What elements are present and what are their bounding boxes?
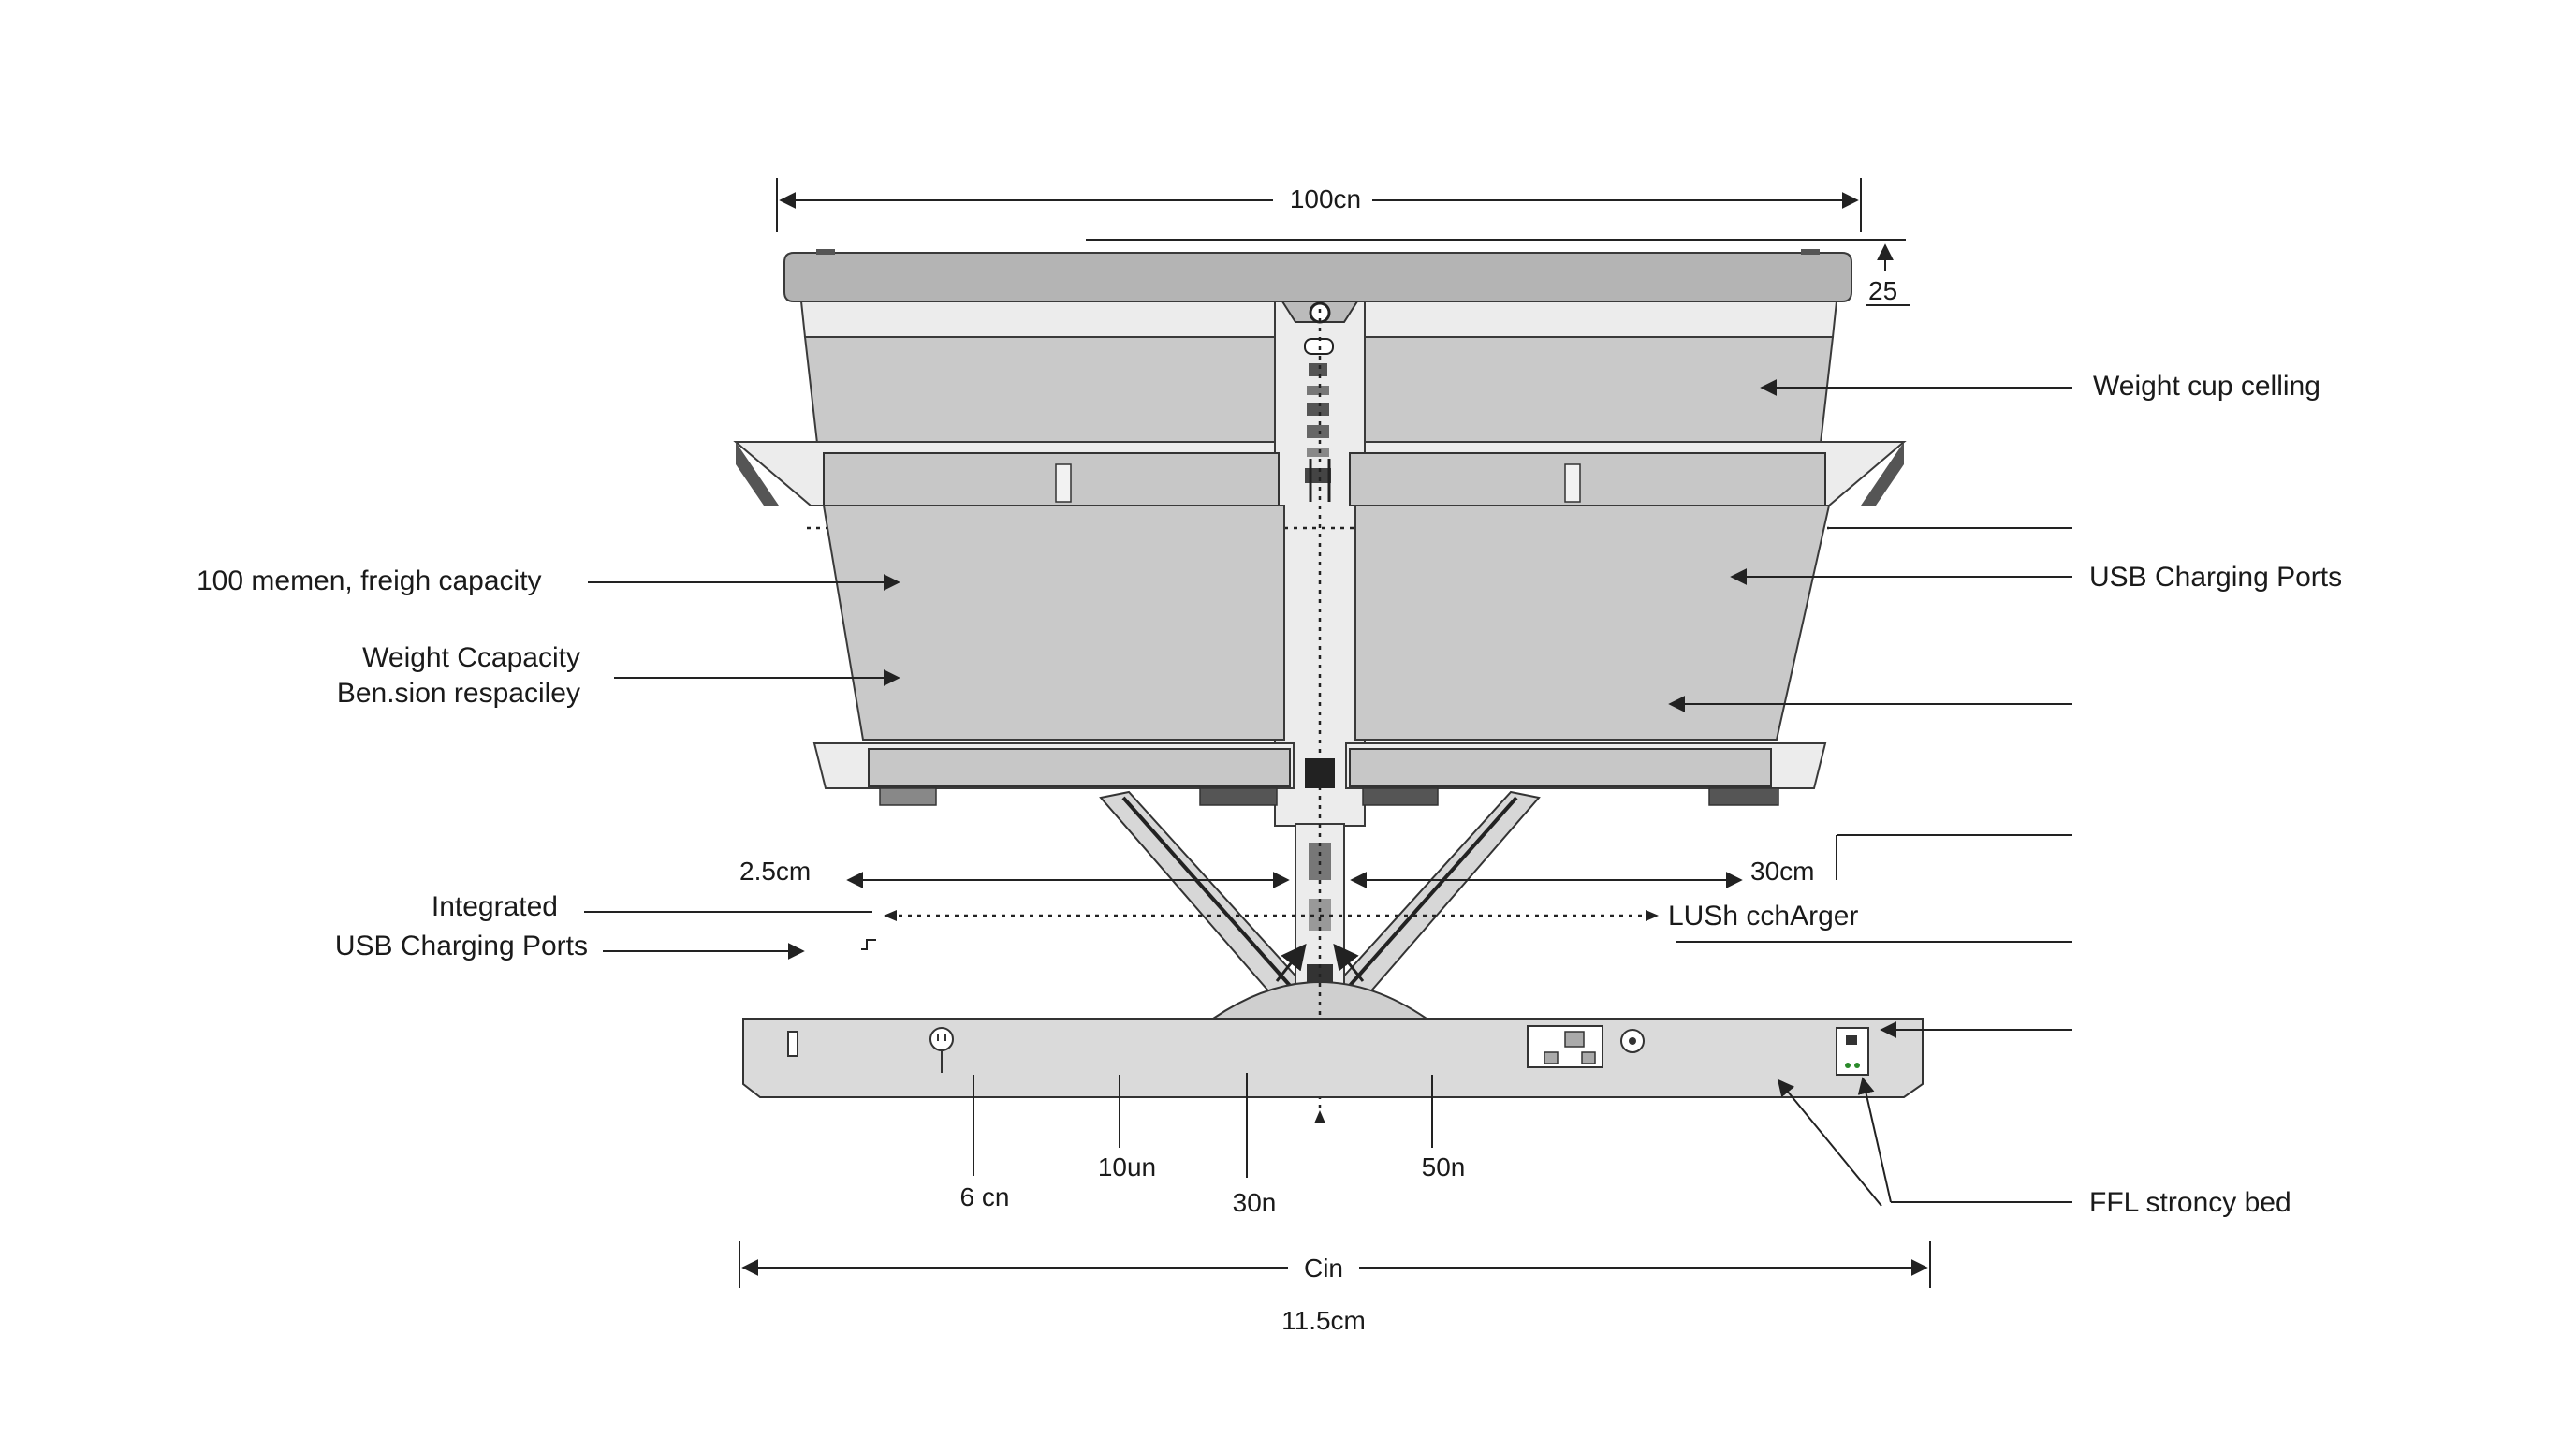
middle-trays — [733, 441, 1907, 506]
base-dome — [1209, 981, 1430, 1020]
base-dimension-ticks — [973, 1073, 1433, 1178]
base-dim-b: 10un — [1098, 1152, 1156, 1181]
weight-capacity-label-1: Weight Ccapacity — [362, 642, 580, 673]
lush-charger-label: LUSh cchArger — [1668, 901, 1858, 932]
top-width-dimension: 100cn — [776, 178, 1883, 241]
top-width-label: 100cn — [1290, 184, 1361, 213]
bottom-sub-label: 11.5cm — [1281, 1306, 1366, 1335]
base-dim-c: 30n — [1233, 1188, 1277, 1217]
bottom-width-label: Cin — [1304, 1254, 1343, 1283]
ffl-strongy-bed-label: FFL stroncy bed — [2089, 1187, 2291, 1218]
offset-dimensions — [846, 834, 2072, 888]
base-dim-a: 6 cn — [960, 1182, 1010, 1211]
base-bar — [742, 1018, 1924, 1098]
weight-cup-ceiling-label: Weight ᴄup celling — [2093, 371, 2320, 402]
weight-capacity-label-2: Ben.sion respaciley — [337, 678, 580, 709]
lower-panels — [822, 505, 1831, 741]
integrated-label-1: Integrated — [432, 891, 558, 922]
integrated-label-2: USB Charging Ports — [335, 931, 588, 961]
left-offset-label: 2.5cm — [739, 857, 811, 886]
support-arms — [1099, 790, 1541, 1012]
top-height-label: 25 — [1868, 276, 1897, 305]
usb-ports-right-label: USB Charging Ports — [2089, 562, 2342, 593]
upper-panels — [803, 336, 1835, 452]
base-dim-d: 50n — [1422, 1152, 1466, 1181]
freight-capacity-label: 100 memen, freigh capacity — [197, 565, 542, 596]
lower-trays — [812, 742, 1827, 806]
right-offset-label: 30cm — [1750, 857, 1814, 886]
top-height-dimension: 25 — [1866, 239, 1910, 306]
bottom-width-dimension — [739, 1241, 1931, 1288]
